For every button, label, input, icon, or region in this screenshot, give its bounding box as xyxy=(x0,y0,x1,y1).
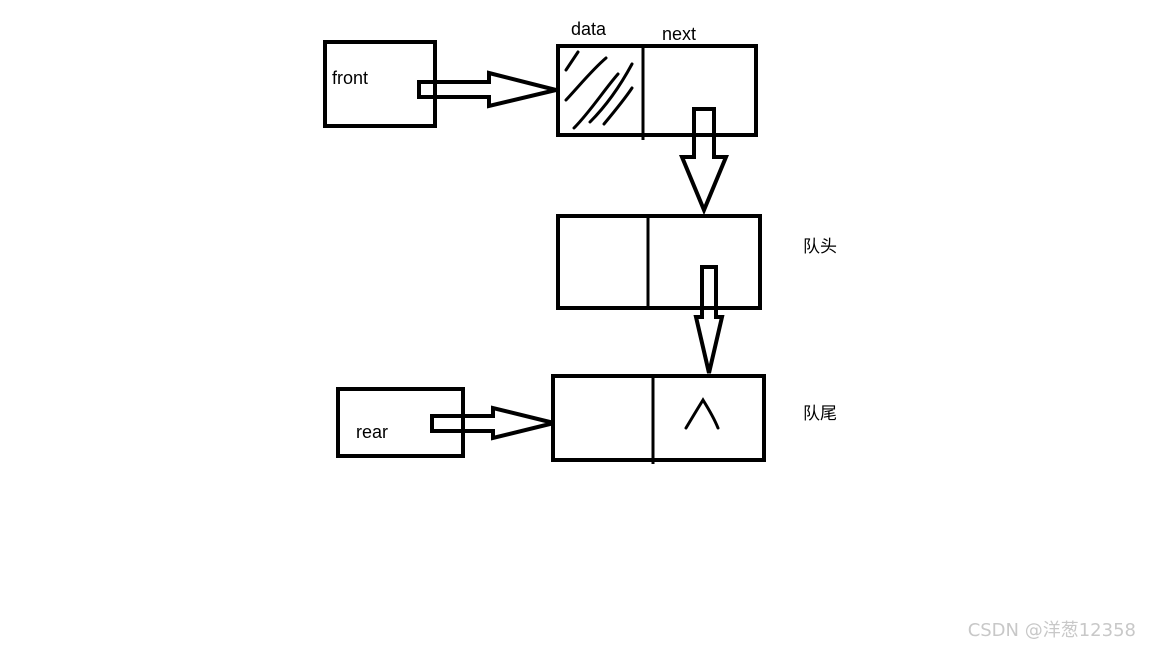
data-hatch xyxy=(566,52,632,128)
front-label: front xyxy=(332,68,368,88)
queue-tail-node: 队尾 xyxy=(553,376,837,464)
front-arrow xyxy=(419,73,556,106)
queue-head-node-box xyxy=(558,216,760,308)
next-arrow-2 xyxy=(696,267,722,373)
next-field-label: next xyxy=(662,24,696,44)
null-mark-icon xyxy=(686,400,718,428)
next-arrow-1 xyxy=(682,109,726,210)
queue-head-label: 队头 xyxy=(803,237,837,257)
watermark: CSDN @洋葱12358 xyxy=(968,616,1136,642)
head-node-box xyxy=(558,46,756,135)
head-node: data next xyxy=(558,19,756,140)
rear-arrow xyxy=(432,408,554,438)
queue-tail-node-box xyxy=(553,376,764,460)
queue-tail-label: 队尾 xyxy=(803,404,837,424)
rear-label: rear xyxy=(356,422,388,442)
rear-pointer: rear xyxy=(338,389,463,456)
data-field-label: data xyxy=(571,19,607,39)
queue-head-node: 队头 xyxy=(558,216,837,308)
